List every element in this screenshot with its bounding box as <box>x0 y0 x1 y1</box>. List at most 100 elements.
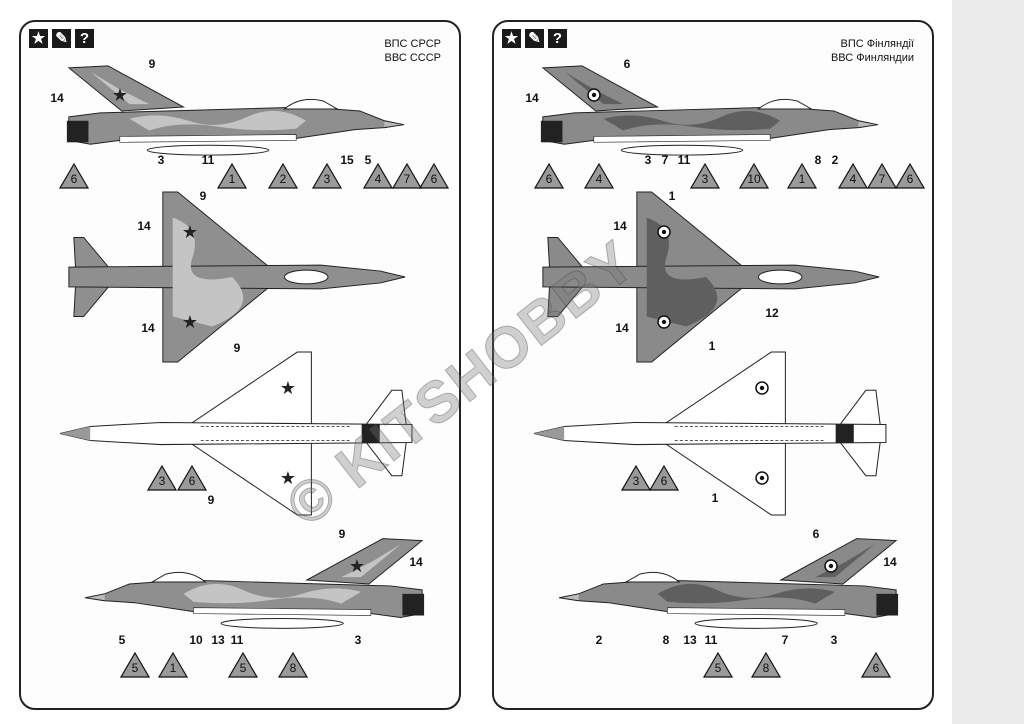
callout-number: 7 <box>661 153 669 167</box>
marker-label: 6 <box>660 474 668 488</box>
callout-number: 6 <box>812 527 820 541</box>
marker-label: 5 <box>239 661 247 675</box>
paint-color-marker: 7 <box>392 163 422 189</box>
paint-color-marker: 6 <box>649 465 679 491</box>
callout-number: 14 <box>613 219 627 233</box>
marker-label: 1 <box>228 172 236 186</box>
marker-label: 7 <box>878 172 886 186</box>
paint-color-marker: 1 <box>787 163 817 189</box>
callout-number: 14 <box>615 321 629 335</box>
marker-label: 3 <box>632 474 640 488</box>
roundel-insignia-icon <box>657 225 671 239</box>
paint-color-marker: 7 <box>867 163 897 189</box>
paint-color-marker: 5 <box>228 652 258 678</box>
paint-color-marker: 1 <box>158 652 188 678</box>
callout-number: 9 <box>207 493 215 507</box>
star-icon: ★ <box>502 29 521 48</box>
red-star-insignia-icon: ★ <box>349 556 365 576</box>
callout-number: 10 <box>189 633 203 647</box>
callout-number: 1 <box>711 491 719 505</box>
paint-color-marker: 10 <box>739 163 769 189</box>
title-ukrainian: ВПС Фінляндії <box>840 38 915 50</box>
paint-color-marker: 2 <box>268 163 298 189</box>
scan-margin-strip <box>952 0 1024 724</box>
marker-label: 6 <box>188 474 196 488</box>
red-star-insignia-icon: ★ <box>280 468 296 488</box>
paint-color-marker: 3 <box>147 465 177 491</box>
underside-view <box>534 351 887 516</box>
callout-number: 13 <box>211 633 225 647</box>
roundel-insignia-icon <box>755 471 769 485</box>
callout-number: 9 <box>148 57 156 71</box>
callout-number: 9 <box>233 341 241 355</box>
marker-label: 4 <box>595 172 603 186</box>
red-star-insignia-icon: ★ <box>182 222 198 242</box>
callout-number: 3 <box>644 153 652 167</box>
callout-number: 14 <box>137 219 151 233</box>
callout-number: 1 <box>708 339 716 353</box>
marker-label: 6 <box>430 172 438 186</box>
marker-label: 3 <box>701 172 709 186</box>
callout-number: 5 <box>118 633 126 647</box>
side-profile-view <box>66 65 405 156</box>
paint-color-marker: 8 <box>278 652 308 678</box>
marker-label: 5 <box>714 661 722 675</box>
callout-number: 2 <box>595 633 603 647</box>
marker-label: 4 <box>849 172 857 186</box>
paint-color-marker: 5 <box>120 652 150 678</box>
callout-number: 7 <box>781 633 789 647</box>
icon-bar: ★ ✎ ? <box>29 29 94 48</box>
callout-number: 9 <box>338 527 346 541</box>
paint-color-marker: 5 <box>703 652 733 678</box>
marker-label: 3 <box>158 474 166 488</box>
callout-number: 11 <box>704 633 718 647</box>
callout-number: 14 <box>141 321 155 335</box>
question-icon: ? <box>548 29 567 48</box>
callout-number: 13 <box>683 633 697 647</box>
side-profile-view-left <box>559 538 899 629</box>
roundel-insignia-icon <box>657 315 671 329</box>
paint-color-marker: 8 <box>751 652 781 678</box>
marker-label: 8 <box>289 661 297 675</box>
marker-label: 6 <box>906 172 914 186</box>
callout-number: 11 <box>201 153 215 167</box>
marker-label: 7 <box>403 172 411 186</box>
marker-label: 10 <box>747 172 761 186</box>
paint-color-marker: 3 <box>312 163 342 189</box>
paint-color-marker: 4 <box>363 163 393 189</box>
side-profile-view <box>540 65 879 156</box>
paint-color-marker: 3 <box>690 163 720 189</box>
callout-number: 11 <box>230 633 244 647</box>
panel-title: ВПС СРСР ВВС СССР <box>384 37 441 65</box>
callout-number: 8 <box>814 153 822 167</box>
roundel-insignia-icon <box>755 381 769 395</box>
callout-number: 14 <box>50 91 64 105</box>
paint-color-marker: 3 <box>621 465 651 491</box>
red-star-insignia-icon: ★ <box>280 378 296 398</box>
top-view <box>68 191 406 363</box>
callout-number: 15 <box>340 153 354 167</box>
callout-number: 6 <box>623 57 631 71</box>
paint-color-marker: 4 <box>584 163 614 189</box>
callout-number: 8 <box>662 633 670 647</box>
callout-number: 14 <box>883 555 897 569</box>
side-profile-view-left <box>85 538 425 629</box>
paint-color-marker: 6 <box>861 652 891 678</box>
marker-label: 1 <box>798 172 806 186</box>
callout-number: 2 <box>831 153 839 167</box>
marker-label: 2 <box>279 172 287 186</box>
panel-title: ВПС Фінляндії ВВС Финляндии <box>831 37 914 65</box>
marker-label: 6 <box>545 172 553 186</box>
callout-number: 14 <box>525 91 539 105</box>
star-icon: ★ <box>29 29 48 48</box>
callout-number: 1 <box>668 189 676 203</box>
question-icon: ? <box>75 29 94 48</box>
roundel-insignia-icon <box>824 559 838 573</box>
callout-number: 12 <box>765 306 779 320</box>
callout-number: 11 <box>677 153 691 167</box>
paint-color-marker: 4 <box>838 163 868 189</box>
red-star-insignia-icon: ★ <box>112 85 128 105</box>
callout-number: 3 <box>830 633 838 647</box>
title-russian: ВВС СССР <box>384 52 441 64</box>
